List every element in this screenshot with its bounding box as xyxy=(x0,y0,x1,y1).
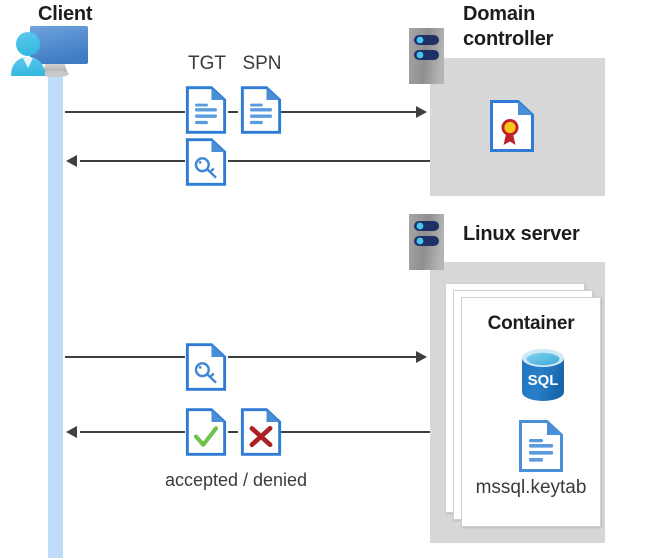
container-title: Container xyxy=(487,313,575,334)
flow-4-line-left xyxy=(80,431,185,433)
user-computer-icon xyxy=(8,22,94,80)
linux-server-title: Linux server xyxy=(463,223,580,245)
server-rack-icon xyxy=(409,214,444,270)
flow-1-line-left xyxy=(65,111,185,113)
certificate-document-icon xyxy=(490,100,534,152)
key-document-icon xyxy=(185,137,227,187)
flow-4-line-mid xyxy=(228,431,238,433)
server-rack-icon xyxy=(409,28,444,84)
cross-document-icon xyxy=(240,407,282,457)
client-title: Client xyxy=(38,3,93,25)
container-card-front xyxy=(461,297,601,527)
flow-4-arrowhead xyxy=(66,426,77,438)
document-icon xyxy=(185,85,227,135)
domain-controller-title-line2: controller xyxy=(463,28,554,50)
client-lifeline xyxy=(48,72,63,558)
accepted-denied-label: accepted / denied xyxy=(164,470,308,490)
flow-3-line-left xyxy=(65,356,185,358)
check-document-icon xyxy=(185,407,227,457)
key-document-icon xyxy=(185,342,227,392)
document-icon xyxy=(240,85,282,135)
flow-2-line-right xyxy=(228,160,430,162)
flow-2-line-left xyxy=(80,160,185,162)
tgt-label: TGT xyxy=(188,53,226,74)
flow-4-line-right xyxy=(281,431,430,433)
flow-1-line-mid xyxy=(228,111,238,113)
spn-label: SPN xyxy=(242,53,282,74)
domain-controller-title: Domain controller xyxy=(463,2,653,52)
flow-3-line-right xyxy=(228,356,416,358)
flow-1-line-right xyxy=(281,111,416,113)
flow-1-arrowhead xyxy=(416,106,427,118)
flow-2-arrowhead xyxy=(66,155,77,167)
sql-database-icon: SQL xyxy=(519,348,567,402)
domain-controller-title-line1: Domain xyxy=(463,3,536,25)
sql-database-label: SQL xyxy=(528,372,559,389)
document-icon xyxy=(519,420,563,472)
flow-3-arrowhead xyxy=(416,351,427,363)
mssql-keytab-label: mssql.keytab xyxy=(475,477,587,498)
